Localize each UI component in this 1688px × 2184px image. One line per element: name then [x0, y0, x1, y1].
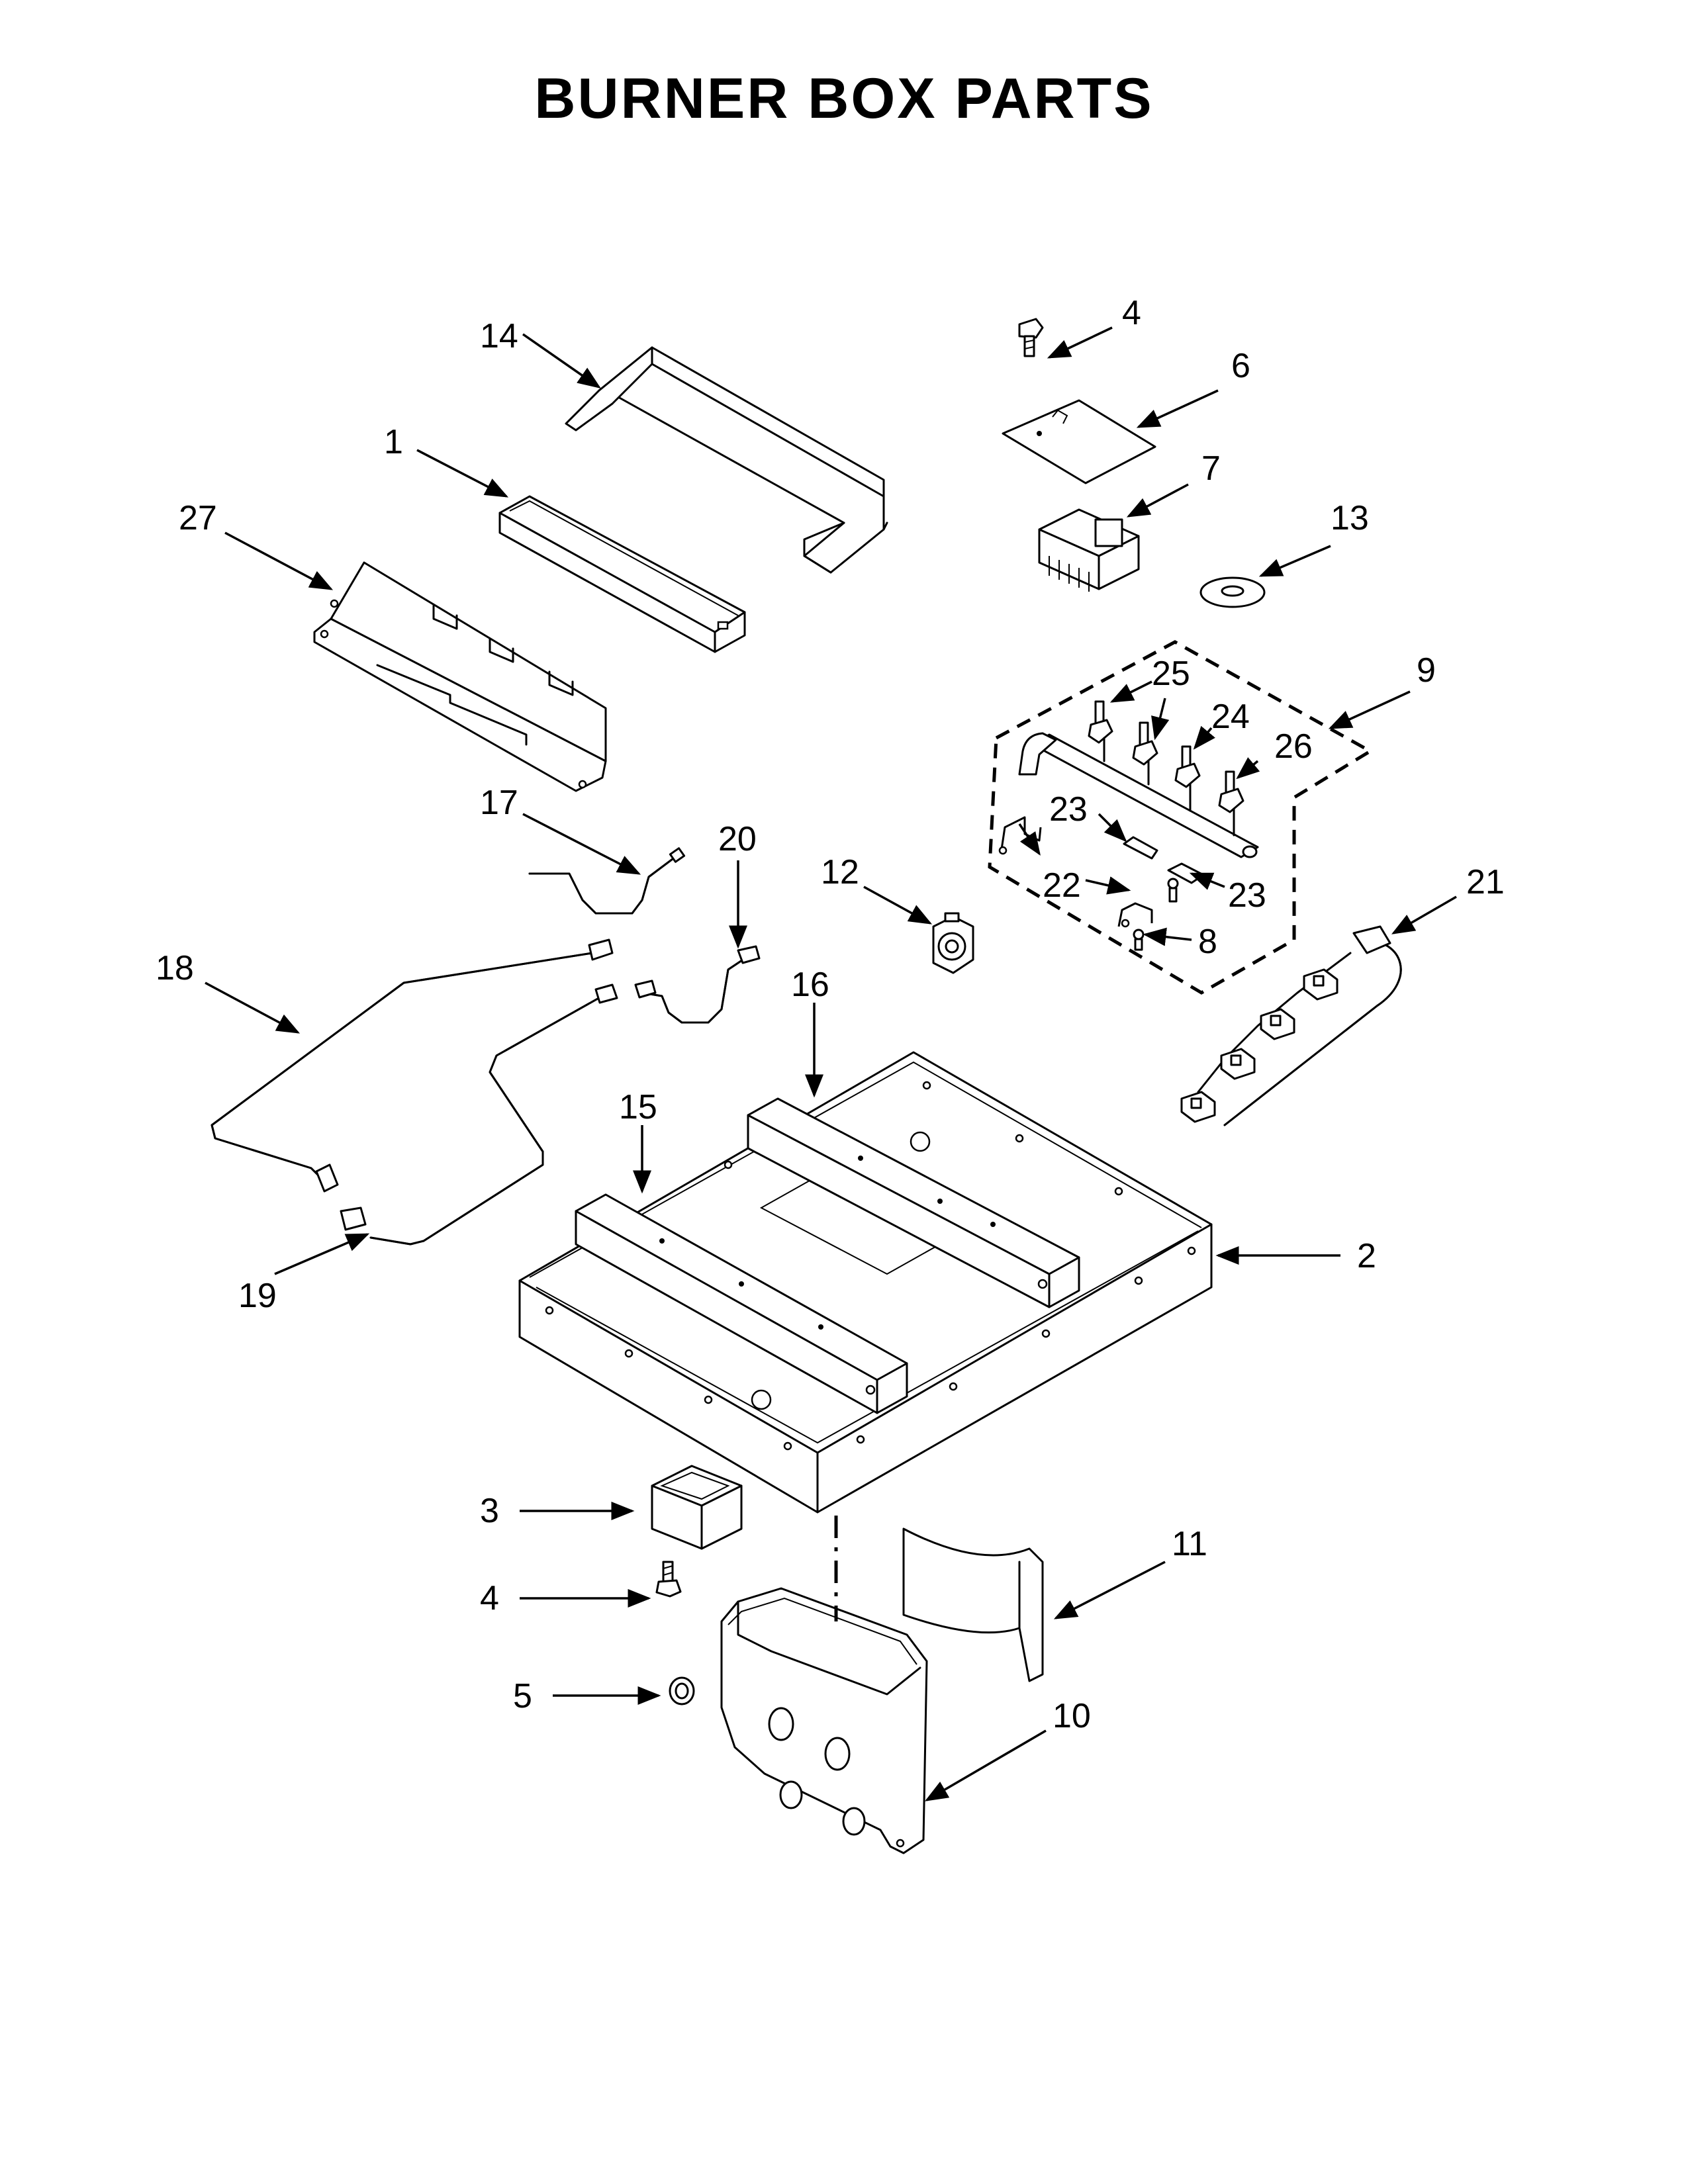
part-7-connector: [1038, 508, 1140, 592]
part-1-channel-bracket: [498, 495, 746, 653]
callout-6: 6: [1231, 347, 1250, 385]
page-title: BURNER BOX PARTS: [534, 67, 1154, 130]
part-17-gas-tube: [528, 847, 686, 915]
part-10-bottom-cover: [720, 1587, 928, 1854]
electrode-box-3: [1220, 1048, 1256, 1080]
callout-24: 24: [1211, 698, 1250, 736]
callout-23-b: 23: [1228, 876, 1266, 915]
callout-22: 22: [1043, 866, 1081, 905]
part-4-screw-bottom: [655, 1561, 682, 1598]
part-15-crossbar: [575, 1193, 908, 1414]
electrode-box-4: [1180, 1091, 1216, 1123]
callout-21: 21: [1466, 863, 1505, 901]
callout-20: 20: [718, 820, 757, 858]
part-11-heat-shield: [902, 1527, 1044, 1682]
callout-10: 10: [1053, 1697, 1091, 1735]
part-13-grommet: [1199, 576, 1266, 608]
callout-25: 25: [1152, 655, 1190, 693]
valve-25: [1088, 700, 1113, 762]
callout-16: 16: [791, 966, 829, 1004]
callout-4-top: 4: [1122, 294, 1141, 332]
callout-17: 17: [480, 784, 518, 822]
callout-2: 2: [1357, 1237, 1376, 1275]
callout-14: 14: [480, 317, 518, 355]
part-16-crossbar: [747, 1097, 1080, 1308]
callout-9: 9: [1417, 651, 1436, 690]
electrode-box-2: [1260, 1008, 1295, 1040]
part-21-wire-harness: [1180, 925, 1402, 1126]
callout-13: 13: [1331, 499, 1369, 537]
part-20-gas-tube: [634, 945, 761, 1024]
callout-27: 27: [179, 499, 217, 537]
callout-4-bottom: 4: [480, 1579, 499, 1617]
callout-7: 7: [1201, 449, 1221, 488]
valve-26: [1218, 770, 1244, 837]
leader-arrows: [205, 326, 1457, 1801]
callout-3: 3: [480, 1492, 499, 1530]
callout-labels: 14 1 27 4 6 7 13 9 25 24 26 23 23 22 8 2…: [156, 294, 1505, 1735]
part-3-junction-box: [651, 1465, 743, 1550]
part-19-gas-tube: [340, 983, 618, 1246]
callout-15: 15: [619, 1088, 657, 1126]
electrode-box-1: [1303, 968, 1338, 1001]
callout-5: 5: [513, 1677, 532, 1715]
callout-1: 1: [384, 423, 403, 461]
callout-23-a: 23: [1049, 790, 1088, 829]
part-6-plate: [1002, 399, 1156, 484]
valve-24-a: [1132, 721, 1158, 786]
part-5-plug: [669, 1676, 695, 1706]
part-14-shield: [565, 346, 888, 574]
connector-end: [1352, 925, 1391, 954]
part-27-long-bracket: [313, 561, 607, 792]
part-12-regulator: [932, 912, 974, 974]
callout-8: 8: [1198, 923, 1217, 961]
part-18-gas-tube: [211, 938, 614, 1193]
valve-24-b: [1174, 745, 1201, 812]
callout-12: 12: [821, 853, 859, 891]
callout-11: 11: [1172, 1525, 1207, 1563]
callout-19: 19: [238, 1277, 277, 1315]
part-4-screw-top: [1018, 318, 1044, 357]
part-23-clip-a: [1123, 836, 1158, 860]
part-9-manifold-assembly: [988, 640, 1374, 995]
callout-26: 26: [1274, 727, 1313, 766]
callout-18: 18: [156, 949, 194, 987]
part-22-clip: [1117, 902, 1153, 928]
